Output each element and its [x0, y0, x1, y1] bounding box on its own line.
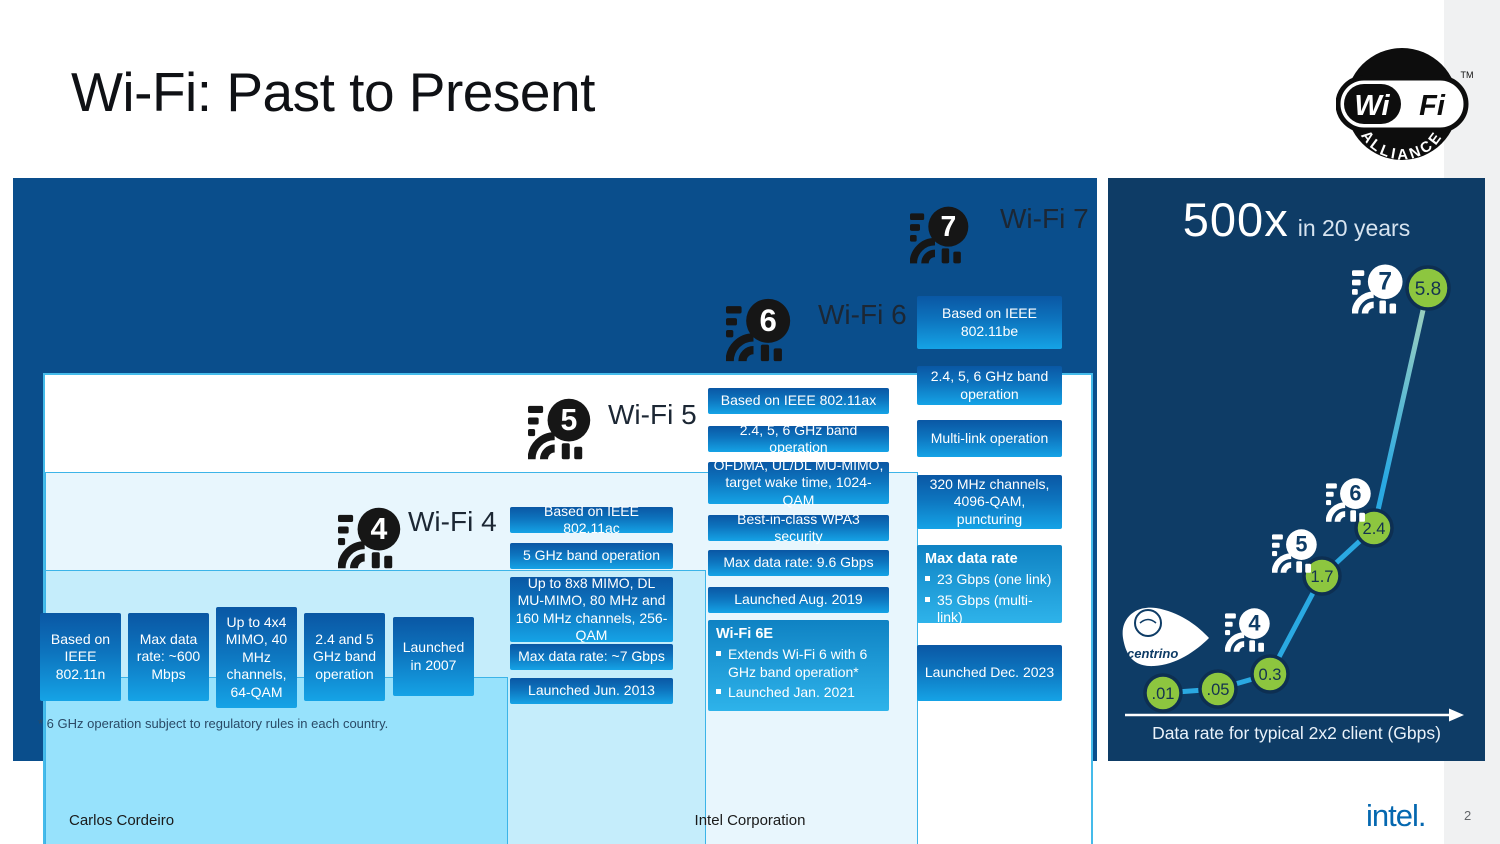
svg-text:4: 4: [370, 513, 387, 546]
wifi-4-label: Wi-Fi 4: [408, 506, 497, 537]
max-rate-bullet: 23 Gbps (one link): [937, 571, 1052, 587]
footer-presenter: Carlos Cordeiro: [69, 812, 175, 829]
svg-text:1.7: 1.7: [1311, 568, 1334, 586]
feature-box: Max data rate: ~600 Mbps: [128, 613, 209, 701]
svg-text:0.3: 0.3: [1259, 666, 1282, 684]
x-axis-arrowhead: [1449, 708, 1464, 722]
bullet-marker: [716, 651, 721, 656]
chart-x-axis-label: Data rate for typical 2x2 client (Gbps): [1152, 723, 1441, 743]
feature-box: Max data rate: ~7 Gbps: [510, 644, 673, 670]
svg-text:6: 6: [760, 303, 777, 338]
feature-box: Launched Aug. 2019: [708, 587, 889, 613]
svg-text:6: 6: [1349, 481, 1361, 506]
trademark-text: TM: [1461, 70, 1474, 80]
wifi-7-icon: 7: [909, 205, 970, 265]
wifi-6-icon: 6: [725, 297, 792, 363]
feature-box: Based on IEEE 802.11be: [917, 296, 1062, 349]
growth-line-chart: .01 .05 0.3 1.7 2.4 5.8: [1125, 265, 1464, 722]
bullet-marker: [925, 596, 930, 602]
feature-box: 2.4, 5, 6 GHz band operation: [917, 366, 1062, 405]
svg-text:5: 5: [1295, 532, 1307, 557]
feature-box: 2.4, 5, 6 GHz band operation: [708, 422, 889, 455]
data-point: .01: [1143, 673, 1183, 713]
feature-box: Up to 8x8 MIMO, DL MU-MIMO, 80 MHz and 1…: [510, 575, 673, 643]
feature-box: Multi-link operation: [917, 420, 1062, 457]
feature-box: Best-in-class WPA3 security: [708, 511, 889, 544]
intel-logo: intel.: [1366, 798, 1426, 833]
svg-text:7: 7: [940, 211, 956, 243]
feature-box: OFDMA, UL/DL MU-MIMO, target wake time, …: [708, 457, 889, 508]
wifi-7-max-rate-panel: Max data rate 23 Gbps (one link) 35 Gbps…: [917, 545, 1062, 625]
wifi-5-label: Wi-Fi 5: [608, 399, 697, 430]
chart-title: 500x in 20 years: [1108, 192, 1485, 247]
feature-box: Max data rate: 9.6 Gbps: [708, 550, 889, 576]
wifi-7-chart-icon: 7: [1351, 263, 1404, 315]
wifi-6e-bullet: Extends Wi-Fi 6 with 6 GHz band operatio…: [728, 646, 868, 680]
data-point: 0.3: [1250, 654, 1290, 694]
centrino-label: centrino: [1127, 646, 1178, 661]
feature-box: Based on IEEE 802.11ax: [708, 388, 889, 414]
feature-box: Based on IEEE 802.11ac: [510, 503, 673, 536]
alliance-fi-text: Fi: [1419, 90, 1446, 122]
svg-text:7: 7: [1378, 269, 1392, 296]
svg-text:5: 5: [560, 404, 577, 437]
chart-title-big: 500x: [1182, 193, 1289, 246]
wifi-5-chart-icon: 5: [1271, 528, 1318, 574]
footnote: * 6 GHz operation subject to regulatory …: [38, 716, 389, 731]
page-title: Wi-Fi: Past to Present: [71, 61, 595, 123]
feature-box: Launched in 2007: [393, 617, 474, 696]
max-rate-title: Max data rate: [925, 551, 1018, 567]
data-point: 5.8: [1405, 265, 1451, 311]
centrino-logo: centrino: [1118, 600, 1212, 674]
bullet-marker: [716, 689, 721, 694]
wifi-alliance-logo: Wi Fi ALLIANCE TM: [1335, 36, 1474, 170]
wifi-6e-bullet: Launched Jan. 2021: [728, 684, 855, 700]
wifi-4-icon: 4: [337, 506, 402, 570]
chart-title-small: in 20 years: [1297, 215, 1411, 241]
feature-box: 320 MHz channels, 4096-QAM, puncturing: [917, 475, 1062, 529]
svg-text:.05: .05: [1207, 681, 1230, 699]
data-point: 2.4: [1354, 508, 1394, 548]
feature-box: Up to 4x4 MIMO, 40 MHz channels, 64-QAM: [216, 607, 297, 708]
wifi-6-chart-icon: 6: [1325, 477, 1372, 523]
data-point: .05: [1198, 669, 1238, 709]
max-rate-bullet: 35 Gbps (multi-link): [937, 591, 1033, 626]
footer-company: Intel Corporation: [694, 812, 806, 829]
wifi-6-label: Wi-Fi 6: [818, 299, 907, 330]
feature-box: Launched Dec. 2023: [917, 645, 1062, 701]
svg-text:2.4: 2.4: [1363, 520, 1386, 538]
feature-box: 5 GHz band operation: [510, 543, 673, 569]
wifi-5-icon: 5: [527, 397, 592, 461]
bullet-marker: [925, 576, 930, 581]
data-point: 1.7: [1302, 556, 1342, 596]
svg-text:.01: .01: [1152, 685, 1175, 703]
wifi-7-label: Wi-Fi 7: [1000, 203, 1089, 234]
wifi-6e-title: Wi-Fi 6E: [716, 626, 774, 642]
alliance-wi-text: Wi: [1354, 90, 1390, 122]
feature-box: 2.4 and 5 GHz band operation: [304, 613, 385, 701]
wifi-4-chart-icon: 4: [1224, 607, 1271, 653]
wifi-6e-panel: Wi-Fi 6E Extends Wi-Fi 6 with 6 GHz band…: [708, 620, 889, 711]
svg-text:5.8: 5.8: [1415, 279, 1441, 300]
feature-box: Launched Jun. 2013: [510, 678, 673, 704]
feature-box: Based on IEEE 802.11n: [40, 613, 121, 701]
svg-text:4: 4: [1248, 611, 1260, 636]
page-number: 2: [1464, 808, 1472, 823]
